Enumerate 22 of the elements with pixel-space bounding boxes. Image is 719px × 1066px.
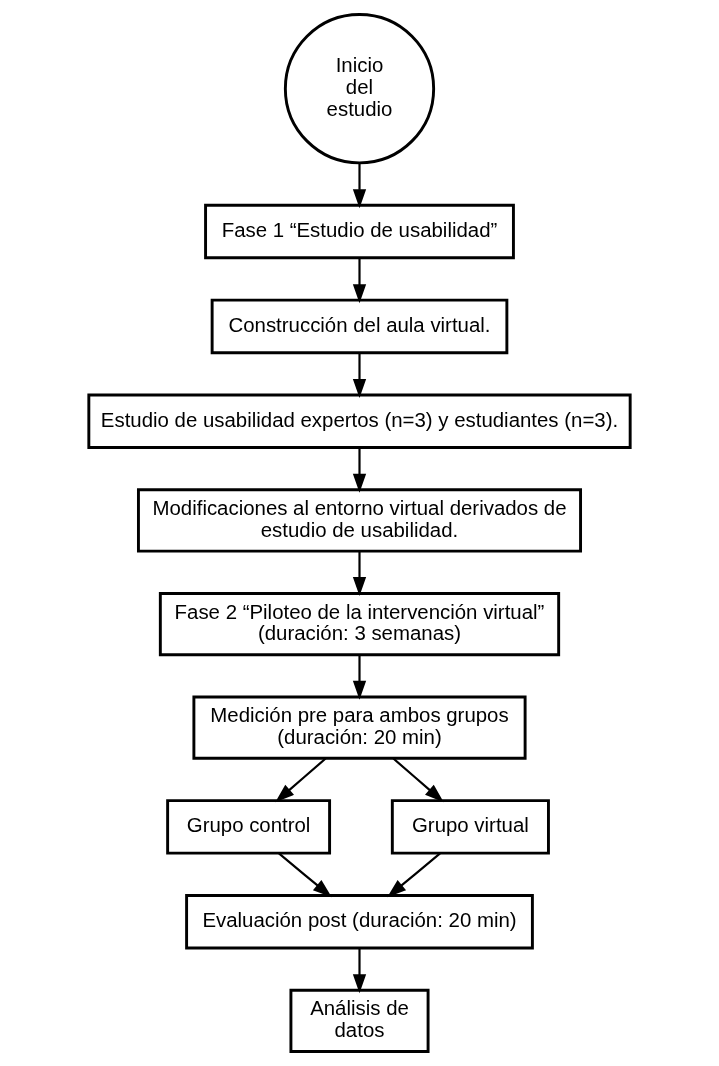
arrow <box>352 258 367 304</box>
node-box: Medición pre para ambos grupos (duración: 20 min) <box>192 695 527 760</box>
node-box: Modificaciones al entorno virtual derivados de estudio de usabilidad. <box>137 488 582 553</box>
node-box: Estudio de usabilidad expertos (n=3) y estudiantes (n=3). <box>87 393 632 449</box>
node-box: Construcción del aula virtual. <box>210 298 509 355</box>
arrow <box>275 757 327 803</box>
node-box: Grupo control <box>166 799 332 855</box>
arrow <box>392 757 444 803</box>
node-box: Fase 1 “Estudio de usabilidad” <box>204 203 515 260</box>
arrow <box>387 852 441 898</box>
arrow <box>352 163 367 209</box>
node-circle: Inicio del estudio <box>283 13 436 165</box>
node-box: Fase 2 “Piloteo de la intervención virtual” (duración: 3 semanas) <box>158 591 561 657</box>
node-box: Análisis de datos <box>289 988 430 1054</box>
node-box: Grupo virtual <box>390 799 550 855</box>
node-box: Evaluación post (duración: 20 min) <box>185 894 534 950</box>
arrow <box>352 655 367 700</box>
arrow <box>352 948 367 994</box>
arrow <box>278 852 332 898</box>
arrow <box>352 551 367 597</box>
arrow <box>352 448 367 493</box>
arrow <box>352 353 367 399</box>
